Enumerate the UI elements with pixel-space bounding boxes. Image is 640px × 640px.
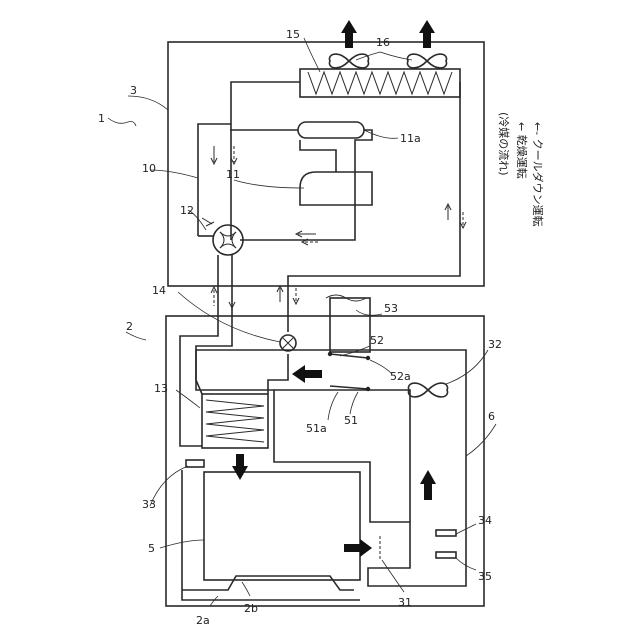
label-10: 10: [142, 162, 156, 175]
label-13: 13: [154, 382, 168, 395]
heat-exchanger-15: [300, 69, 460, 97]
damper-actuator-53: [330, 298, 370, 352]
label-51a: 51a: [306, 422, 327, 435]
label-2a: 2a: [196, 614, 210, 627]
label-34: 34: [478, 514, 492, 527]
temperature-sensor-33: [186, 460, 204, 467]
label-11a: 11a: [400, 132, 421, 145]
fan-icon: [329, 54, 446, 68]
sensor-34: [436, 530, 456, 536]
expansion-valve-14: [280, 335, 296, 351]
label-5: 5: [148, 542, 155, 555]
label-53: 53: [384, 302, 398, 315]
label-3: 3: [130, 84, 137, 97]
drum-5: [182, 470, 360, 600]
legend-title: (冷媒の流れ): [497, 112, 511, 176]
label-1: 1: [98, 112, 105, 125]
blower-fan-icon: [408, 383, 447, 397]
indoor-unit-casing: [166, 316, 484, 606]
label-6: 6: [488, 410, 495, 423]
legend-drying-operation: ← 乾燥運転: [515, 122, 528, 179]
label-11: 11: [226, 168, 240, 181]
label-33: 33: [142, 498, 156, 511]
label-14: 14: [152, 284, 166, 297]
label-15: 15: [286, 28, 300, 41]
label-2b: 2b: [244, 602, 258, 615]
label-52a: 52a: [390, 370, 411, 383]
label-31: 31: [398, 596, 412, 609]
label-32: 32: [488, 338, 502, 351]
duct-guide: [274, 390, 410, 522]
interconnect-flow-arrow-icon: [211, 286, 299, 308]
refrigerant-pipe-outdoor: [198, 82, 460, 320]
label-2: 2: [126, 320, 133, 333]
label-51: 51: [344, 414, 358, 427]
label-16: 16: [376, 36, 390, 49]
compressor-11: [300, 172, 372, 205]
damper-52: [328, 352, 370, 360]
legend: (冷媒の流れ) ← 乾燥運転 ←- クールダウン運転: [497, 112, 545, 227]
sensor-35: [436, 552, 456, 558]
flow-arrow-icon: [202, 146, 466, 245]
accumulator-11a: [298, 122, 364, 138]
label-52: 52: [370, 334, 384, 347]
label-12: 12: [180, 204, 194, 217]
legend-cooldown-operation: ←- クールダウン運転: [531, 122, 545, 227]
label-35: 35: [478, 570, 492, 583]
four-way-valve-12: [198, 225, 243, 320]
heat-exchanger-13: [202, 394, 268, 448]
